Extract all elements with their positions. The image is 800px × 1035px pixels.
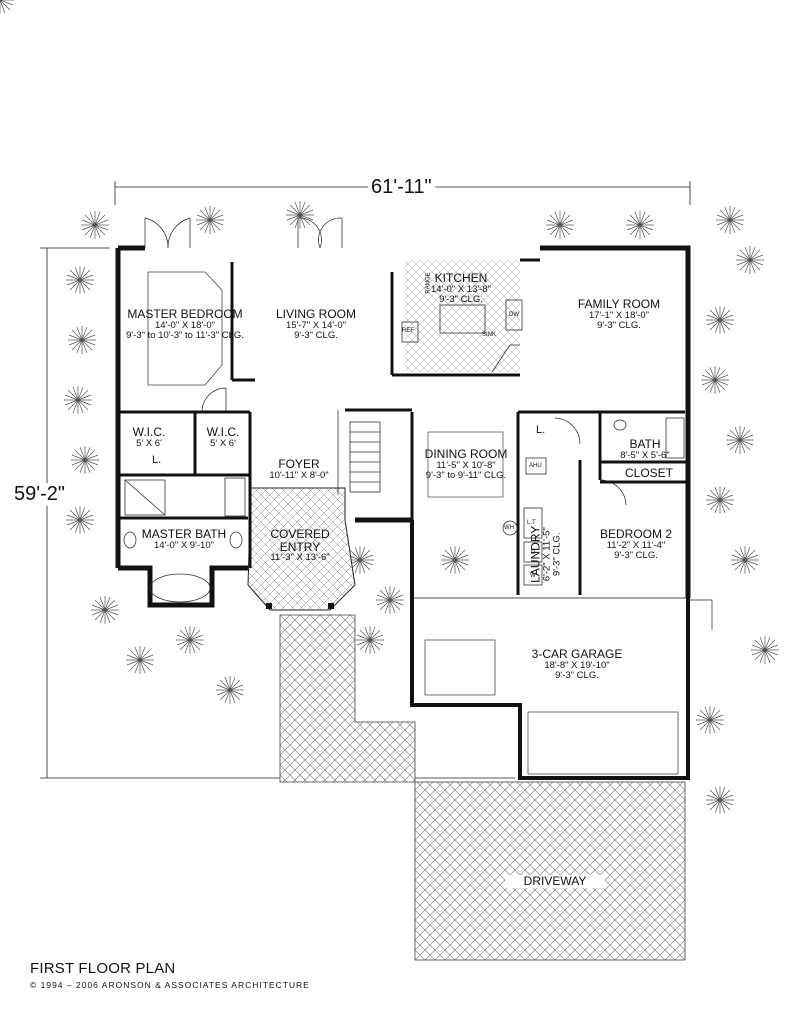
laundry-fixtures <box>502 457 547 586</box>
room-name: MASTER BEDROOM <box>127 307 243 321</box>
room-size: 8'-5" X 5'-6" <box>620 449 670 461</box>
room-bedroom-2: BEDROOM 2 11'-2" X 11'-4" 9'-3" CLG. <box>592 528 680 561</box>
dryer-label: D <box>531 550 536 556</box>
room-size: 17'-1" X 18'-0" <box>588 309 649 321</box>
stairs <box>337 410 381 495</box>
room-ceiling: 9'-3" CLG. <box>294 329 338 341</box>
kitchen-tile-floor <box>405 260 520 372</box>
ahu-label: AHU <box>529 463 542 469</box>
room-foyer: FOYER 10'-11" X 8'-0" <box>258 458 340 481</box>
room-size: 5' X 6' <box>210 437 236 449</box>
dining-coffer <box>427 431 504 498</box>
sink-label: SINK <box>482 332 497 338</box>
room-size: 11'-5" X 10'-8" <box>436 459 496 471</box>
room-size: 11'-2" X 11'-4" <box>606 539 666 551</box>
room-ceiling: 9'-3" CLG. <box>439 293 483 305</box>
room-size: 14'-0" X 18'-0" <box>154 319 215 331</box>
room-master-bath: MASTER BATH 14'-0" X 9'-10" <box>122 528 246 551</box>
room-size: 14'-0" X 13'-8" <box>430 283 491 295</box>
kitchen-fixtures <box>401 299 523 373</box>
room-ceiling: 9'-3" to 10'-3" to 11'-3" CLG. <box>126 329 244 341</box>
door-swings <box>144 217 713 630</box>
room-living-room: LIVING ROOM 15'-7" X 14'-0" 9'-3" CLG. <box>266 308 366 341</box>
room-name: W.I.C. <box>132 425 166 439</box>
room-garage: 3-CAR GARAGE 18'-8" X 19'-10" 9'-3" CLG. <box>522 648 632 681</box>
garage-outline <box>410 520 690 780</box>
room-ceiling: 9'-3" CLG. <box>551 532 563 577</box>
bath-fixtures <box>613 417 685 459</box>
room-ceiling: 9'-3" CLG. <box>597 319 641 331</box>
room-name: MASTER BATH <box>141 527 227 541</box>
room-covered-entry: COVERED ENTRY 11'-3" X 13'-6" <box>256 528 344 563</box>
overall-depth: 59'-2" <box>12 483 67 506</box>
room-size: 18'-8" X 19'-10" <box>544 659 610 671</box>
washer-label: W <box>530 573 536 579</box>
master-bath-fixtures <box>123 477 246 603</box>
room-ceiling: 9'-3" CLG. <box>614 549 658 561</box>
room-size: 10'-11" X 8'-0" <box>269 469 329 481</box>
room-name: KITCHEN <box>434 271 488 285</box>
linen-closet-label: L. <box>536 424 546 436</box>
room-size: 14'-0" X 9'-10" <box>153 539 214 551</box>
room-name: FAMILY ROOM <box>577 297 661 311</box>
room-name: BEDROOM 2 <box>599 527 672 541</box>
room-name: BATH <box>629 437 661 451</box>
overall-width: 61'-11" <box>368 176 435 199</box>
room-family-room: FAMILY ROOM 17'-1" X 18'-0" 9'-3" CLG. <box>564 298 674 331</box>
room-closet: CLOSET <box>612 467 686 480</box>
range-label: RANGE <box>425 272 432 294</box>
ref-label: REF <box>402 328 414 334</box>
room-kitchen: KITCHEN 14'-0" X 13'-8" 9'-3" CLG. <box>416 272 506 305</box>
room-name: 3-CAR GARAGE <box>531 647 623 661</box>
tray-ceiling <box>147 271 223 386</box>
interior-walls <box>118 258 688 595</box>
room-size: 5' X 6' <box>136 437 162 449</box>
room-name: CLOSET <box>624 466 673 480</box>
plan-title: FIRST FLOOR PLAN <box>30 960 176 977</box>
copyright-notice: © 1994 – 2006 ARONSON & ASSOCIATES ARCHI… <box>30 980 310 990</box>
room-ceiling: 9'-3" CLG. <box>555 669 599 681</box>
room-bath: BATH 8'-5" X 5'-6" <box>610 438 680 461</box>
water-heater-label: WH <box>504 525 514 531</box>
linen-closet-label: L. <box>152 454 162 466</box>
room-ceiling: 9'-3" to 9'-11" CLG. <box>425 469 507 481</box>
room-wic-2: W.I.C. 5' X 6' <box>198 426 248 449</box>
room-name: COVERED ENTRY <box>270 527 330 554</box>
room-name: FOYER <box>278 457 320 471</box>
room-name: LIVING ROOM <box>275 307 356 321</box>
room-driveway: DRIVEWAY <box>505 875 605 888</box>
room-dining-room: DINING ROOM 11'-5" X 10'-8" 9'-3" to 9'-… <box>416 448 516 481</box>
room-name: W.I.C. <box>206 425 240 439</box>
room-name: DINING ROOM <box>424 447 508 461</box>
driveway-paving <box>414 781 686 961</box>
dishwasher-label: DW <box>509 312 519 318</box>
room-master-bedroom: MASTER BEDROOM 14'-0" X 18'-0" 9'-3" to … <box>118 308 252 341</box>
room-size: 15'-7" X 14'-0" <box>285 319 346 331</box>
room-wic-1: W.I.C. 5' X 6' <box>124 426 174 449</box>
walkway-paving <box>279 614 416 783</box>
dimension-lines <box>40 181 691 779</box>
laundry-tub-label: L.T <box>527 520 536 526</box>
entry-columns <box>266 603 334 609</box>
room-name: DRIVEWAY <box>523 874 587 888</box>
room-size: 11'-3" X 13'-6" <box>270 552 330 564</box>
